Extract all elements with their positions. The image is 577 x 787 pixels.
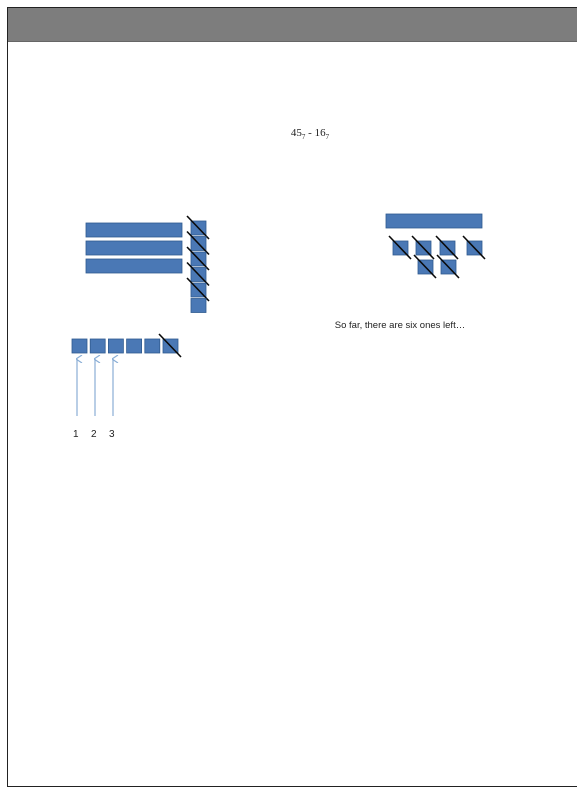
unit-block: [108, 339, 123, 353]
unit-block: [127, 339, 142, 353]
long-rod: [86, 259, 182, 273]
unit-block: [72, 339, 87, 353]
unit-block: [90, 339, 105, 353]
unit-block: [145, 339, 160, 353]
long-rod: [86, 223, 182, 237]
counter-3: 3: [109, 429, 115, 440]
long-rod: [86, 241, 182, 255]
long-rod: [386, 214, 482, 228]
unit-block: [191, 299, 206, 313]
caption: So far, there are six ones left…: [300, 320, 500, 331]
counter-2: 2: [91, 429, 97, 440]
counter-1: 1: [73, 429, 79, 440]
